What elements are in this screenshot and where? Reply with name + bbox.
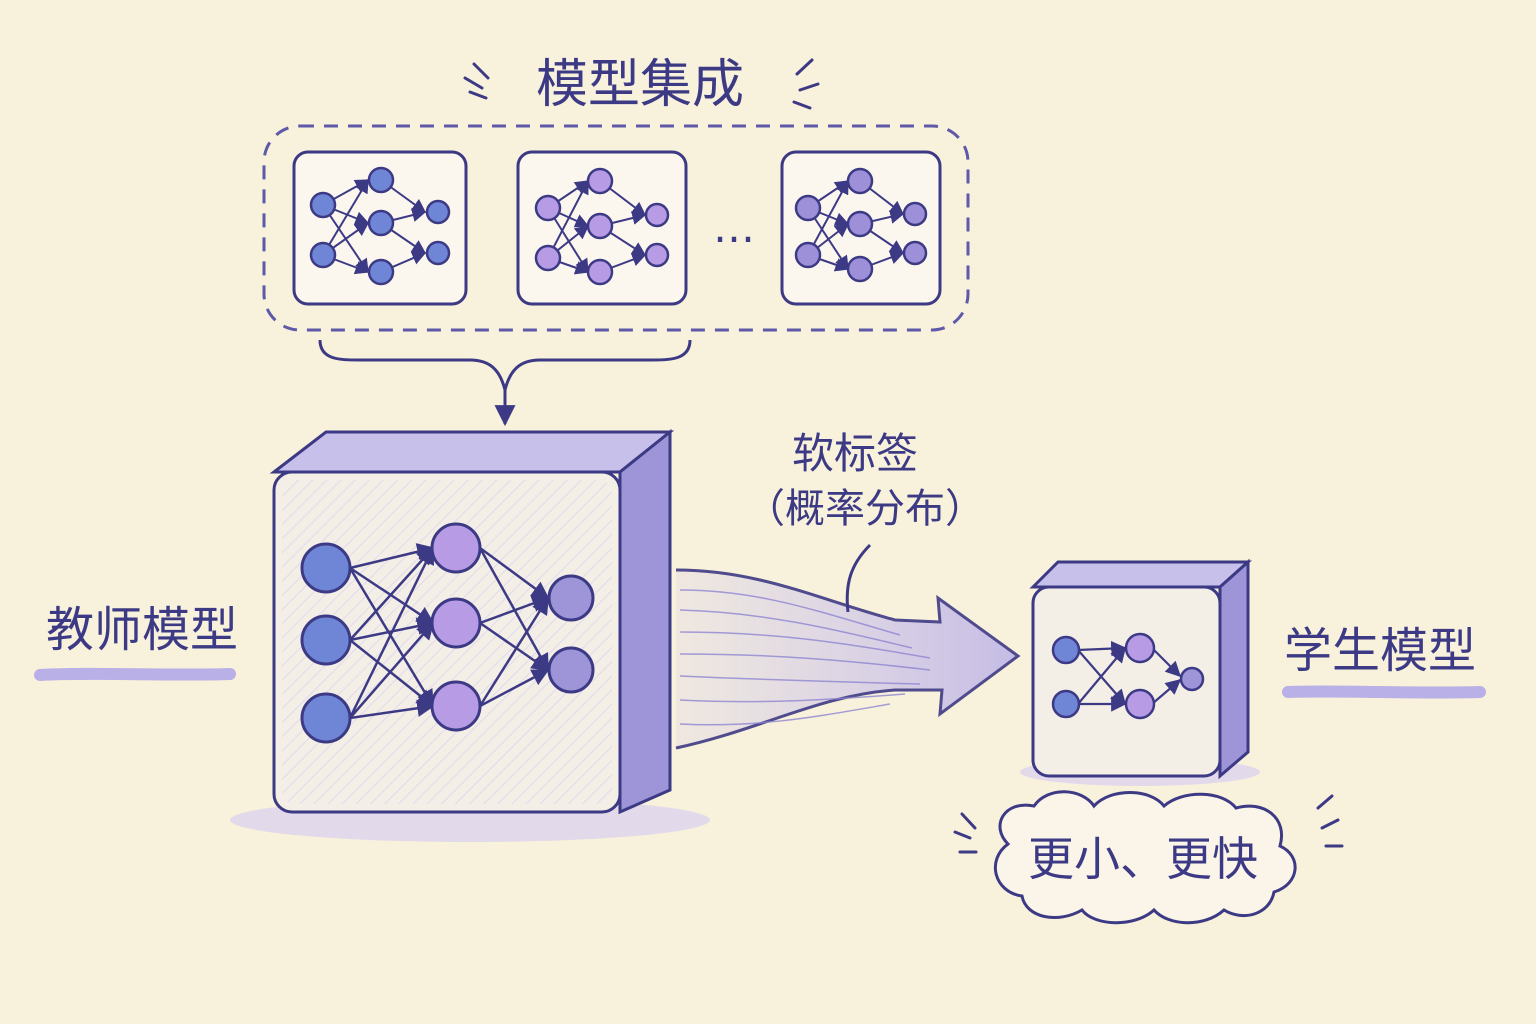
- student-caption: 更小、更快: [1028, 832, 1258, 886]
- teacher-label-group: 教师模型: [34, 602, 238, 681]
- title-sparkle-left: [463, 62, 490, 100]
- student-front-face: [1031, 585, 1222, 778]
- soft-label-beam: 软标签 （概率分布）: [675, 429, 1021, 750]
- soft-label-line2: （概率分布）: [745, 486, 985, 532]
- caption-sparkle-left: [953, 812, 978, 854]
- soft-label-line1: 软标签: [792, 429, 918, 478]
- ensemble-ellipsis: …: [713, 203, 755, 252]
- ensemble-dashed-container: [262, 124, 970, 332]
- student-label: 学生模型: [1284, 623, 1476, 679]
- ensemble-title: 模型集成: [536, 55, 744, 115]
- soft-label-pointer: [845, 543, 872, 613]
- caption-sparkle-right: [1316, 794, 1344, 848]
- ensemble-network-3: [780, 150, 942, 306]
- student-caption-cloud: 更小、更快: [953, 790, 1344, 925]
- title-sparkle-right: [792, 58, 820, 110]
- student-side-face: [1218, 558, 1250, 780]
- student-label-group: 学生模型: [1282, 623, 1486, 699]
- teacher-side-face: [618, 428, 672, 815]
- ensemble-title-group: 模型集成: [463, 55, 820, 115]
- teacher-model-block: [230, 428, 710, 842]
- ensemble-network-2: [516, 150, 688, 306]
- student-model-block: [1020, 558, 1260, 786]
- ensemble-bracket: [318, 339, 692, 391]
- ensemble-network-1: [292, 150, 468, 306]
- teacher-label: 教师模型: [46, 602, 238, 658]
- student-top-face: [1029, 560, 1252, 589]
- teacher-top-face: [269, 430, 675, 474]
